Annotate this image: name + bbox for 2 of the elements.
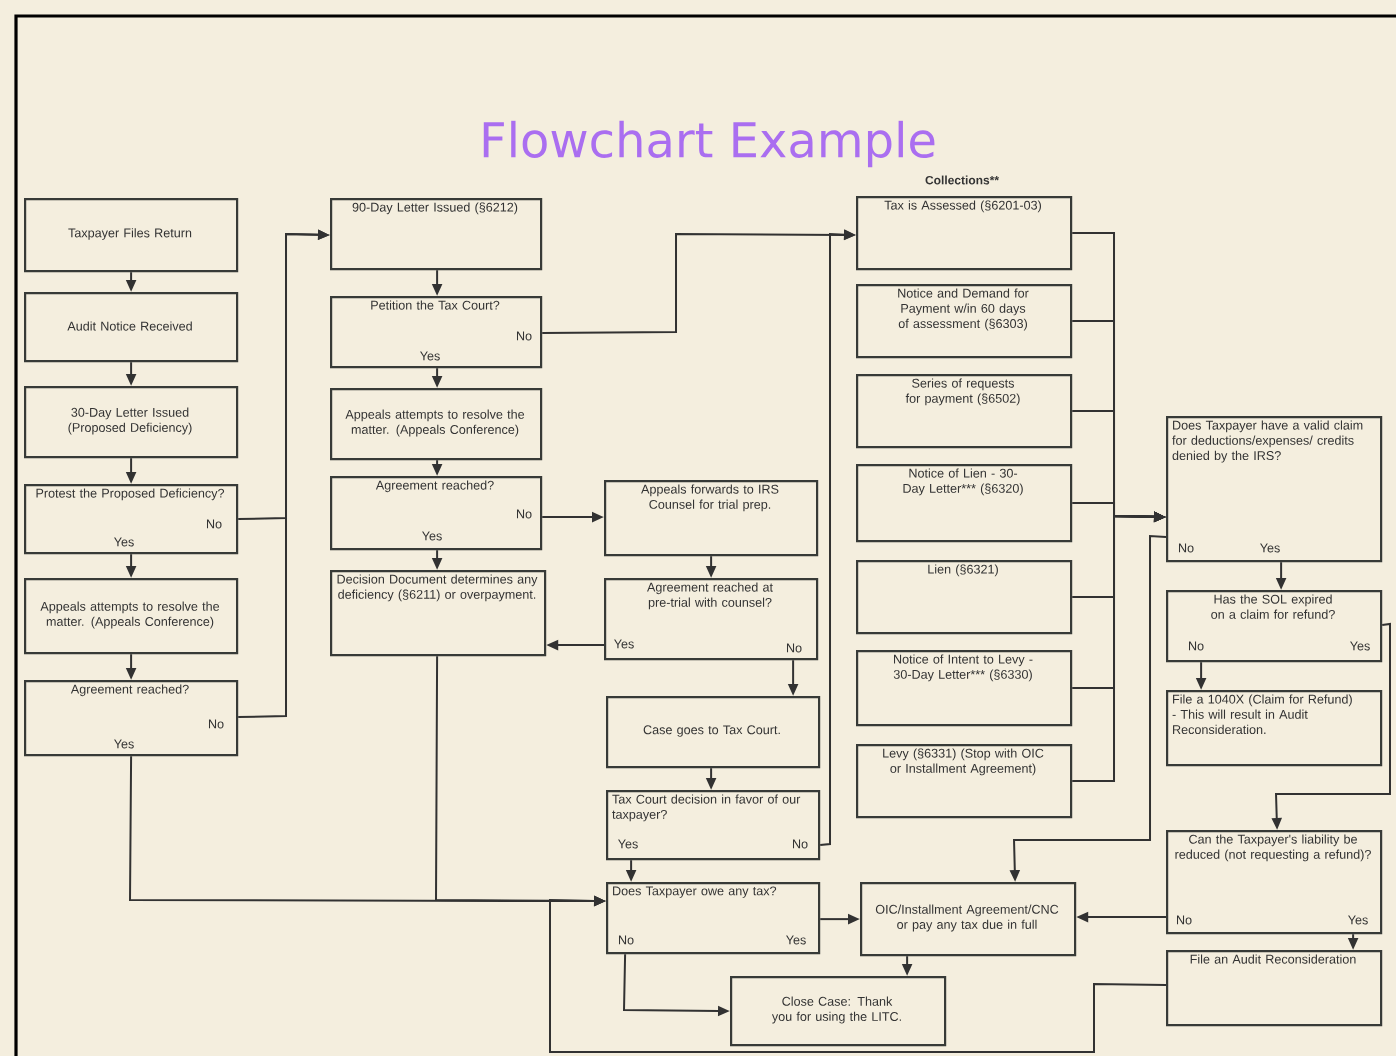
arrow [549,895,1167,1053]
title: Flowchart Example [483,120,935,168]
